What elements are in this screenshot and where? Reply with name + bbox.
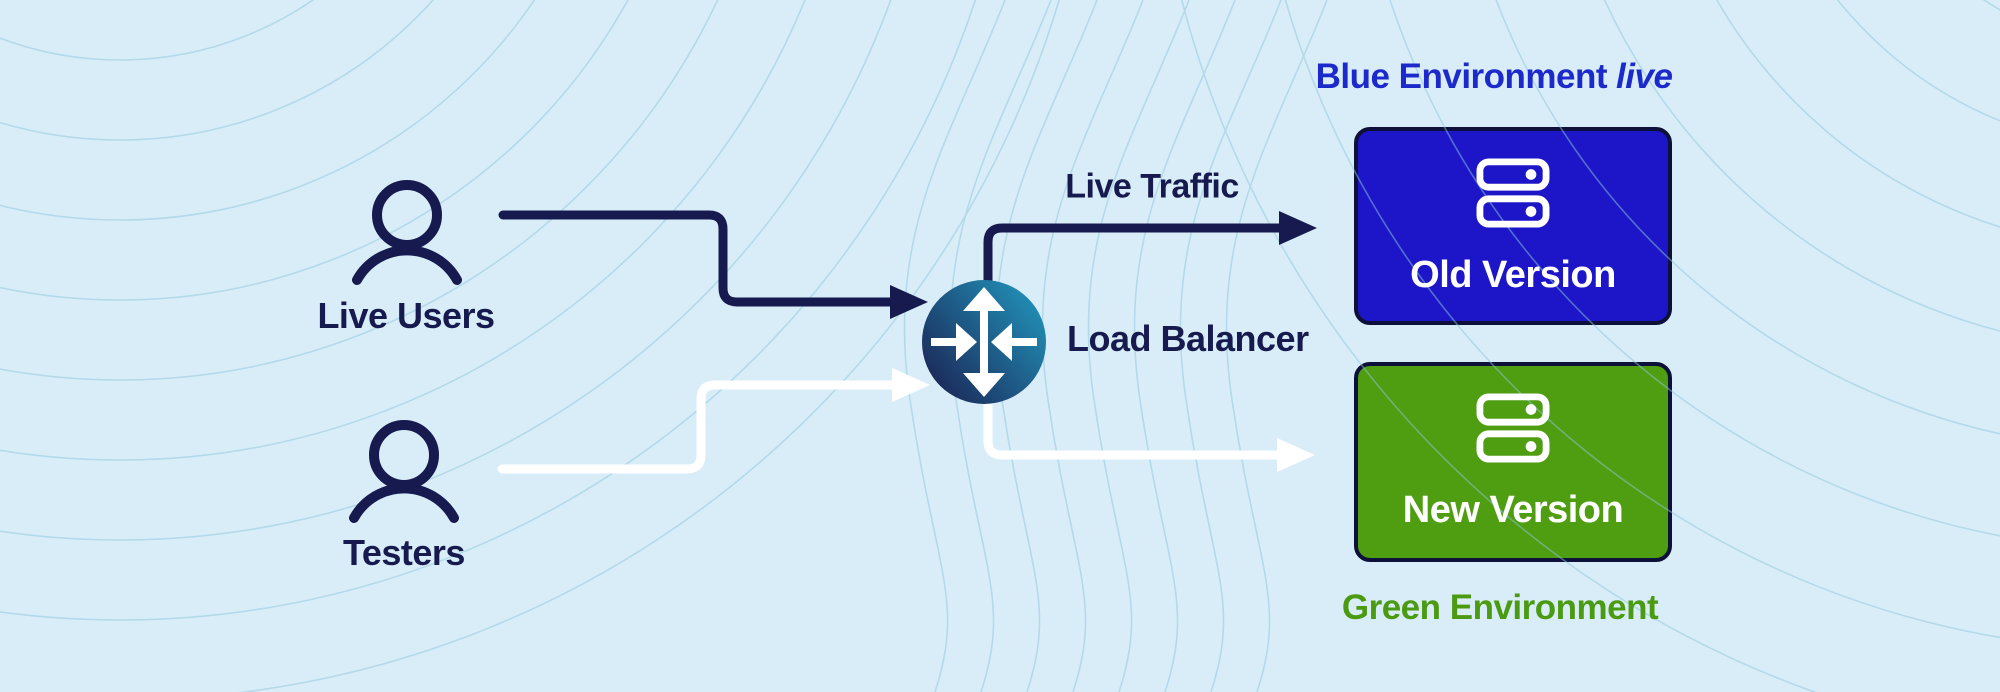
edge-load-balancer-to-green — [983, 360, 1315, 472]
old-version-label: Old Version — [1410, 254, 1616, 296]
green-environment-box: New Version — [1354, 362, 1672, 562]
edge-load-balancer-to-blue — [983, 211, 1317, 325]
load-balancer-label: Load Balancer — [1067, 318, 1309, 359]
new-version-label: New Version — [1402, 489, 1624, 531]
green-environment-heading: Green Environment — [1341, 588, 1659, 627]
server-stack-icon — [1476, 393, 1550, 463]
arrowhead — [1277, 438, 1315, 472]
live-traffic-edge-label: Live Traffic — [1065, 167, 1239, 206]
live-status-badge: live — [1616, 57, 1673, 96]
load-balancer-icon — [922, 280, 1046, 404]
green-environment-box-content: New Version — [1358, 366, 1668, 558]
arrowhead — [892, 368, 930, 402]
blue-environment-box-content: Old Version — [1358, 131, 1668, 321]
blue-environment-box: Old Version — [1354, 127, 1672, 325]
testers-person-icon — [349, 420, 459, 523]
edge-testers-to-load-balancer — [497, 368, 930, 474]
edge-live-users-to-load-balancer — [498, 210, 928, 319]
blue-environment-heading-text: Blue Environment — [1315, 57, 1608, 96]
live-users-person-icon — [352, 180, 462, 285]
arrowhead — [1279, 211, 1317, 245]
testers-label: Testers — [343, 532, 465, 573]
live-users-label: Live Users — [317, 295, 495, 336]
arrowhead — [890, 285, 928, 319]
server-stack-icon — [1476, 158, 1550, 228]
